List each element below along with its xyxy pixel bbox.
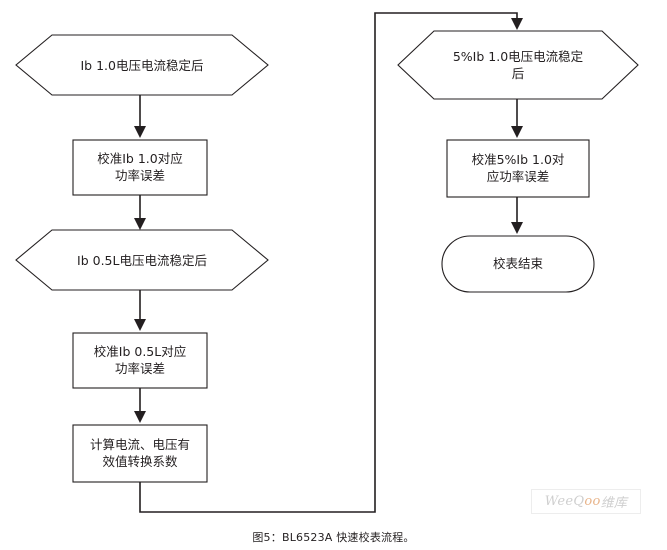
node-box-compute-rms-coeff[interactable] [72, 424, 208, 483]
watermark-accent: oo [584, 494, 601, 509]
node-terminator-end[interactable] [441, 235, 595, 293]
watermark-suffix: 维库 [600, 496, 628, 511]
edge-n5-n6 [139, 12, 523, 513]
node-box-calibrate-ib10[interactable] [72, 139, 208, 196]
node-box-calibrate-5pct-ib10[interactable] [446, 139, 590, 198]
node-hexagon-5pct-ib10[interactable] [397, 30, 639, 100]
node-hexagon-ib05l[interactable] [15, 229, 269, 291]
figure-caption: 图5：BL6523A 快速校表流程。 [252, 531, 415, 544]
node-box-calibrate-ib05l[interactable] [72, 332, 208, 389]
watermark-prefix: WeeQ [544, 494, 585, 509]
node-hexagon-ib10[interactable] [15, 34, 269, 96]
